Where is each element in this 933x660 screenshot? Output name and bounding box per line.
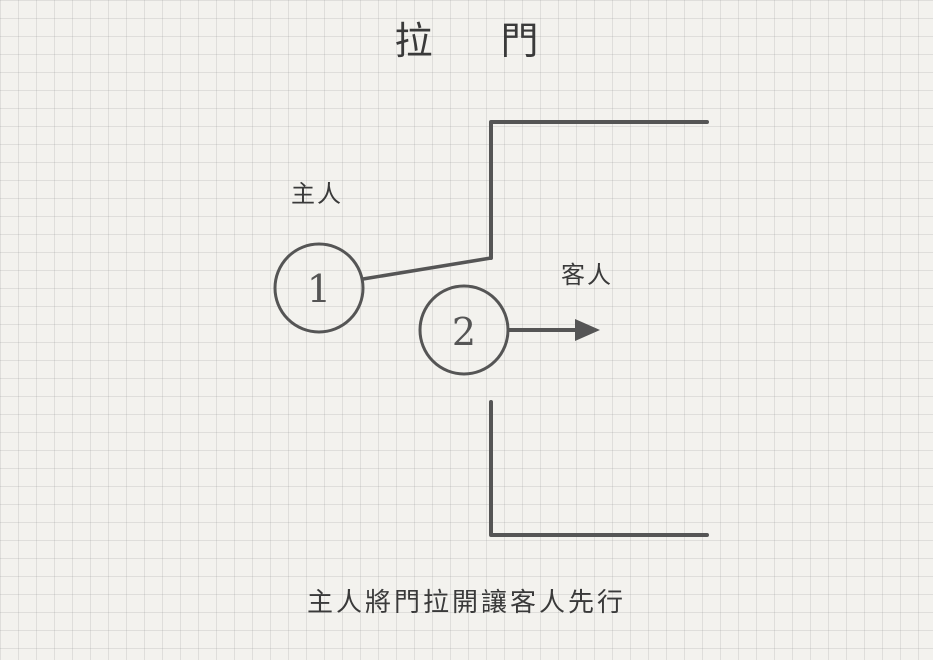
guest-node: 2 [418, 284, 510, 376]
host-number: 1 [307, 267, 331, 311]
upper-wall [489, 120, 709, 260]
diagram-caption: 主人將門拉開讓客人先行 [306, 588, 626, 618]
guest-arrow-head [575, 319, 600, 341]
host-node: 1 [273, 242, 365, 334]
guest-number: 2 [452, 310, 476, 354]
host-label: 主人 [291, 180, 343, 208]
lower-wall [489, 400, 709, 537]
diagram-title: 拉 門 [394, 19, 567, 63]
door-leaf [361, 256, 493, 281]
guest-label: 客人 [561, 261, 613, 289]
